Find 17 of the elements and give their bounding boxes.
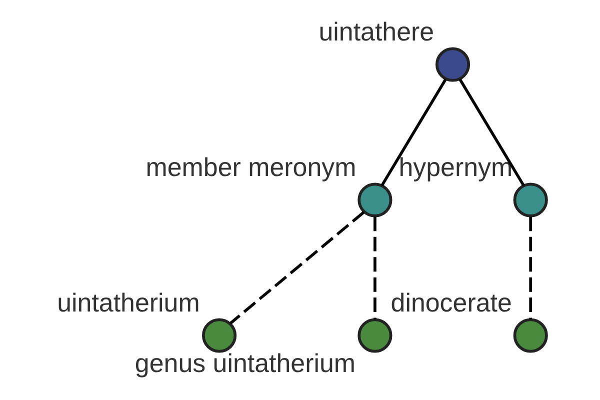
node-label: hypernym — [398, 154, 513, 182]
node-circle — [358, 182, 392, 218]
connector — [380, 78, 447, 186]
node-circle — [435, 47, 470, 82]
node-circle — [513, 318, 548, 353]
node-label: genus uintatherium — [134, 350, 356, 378]
node-circle — [202, 318, 237, 353]
node-label: dinocerate — [390, 290, 512, 318]
node-label: uintatherium — [57, 290, 200, 318]
connector — [374, 216, 376, 320]
node-circle — [358, 318, 392, 353]
node-circle — [513, 182, 548, 218]
connector — [529, 216, 532, 320]
connector — [458, 78, 525, 186]
node-label: member meronym — [146, 154, 356, 182]
connector — [229, 211, 365, 324]
node-label: uintathere — [318, 18, 434, 47]
